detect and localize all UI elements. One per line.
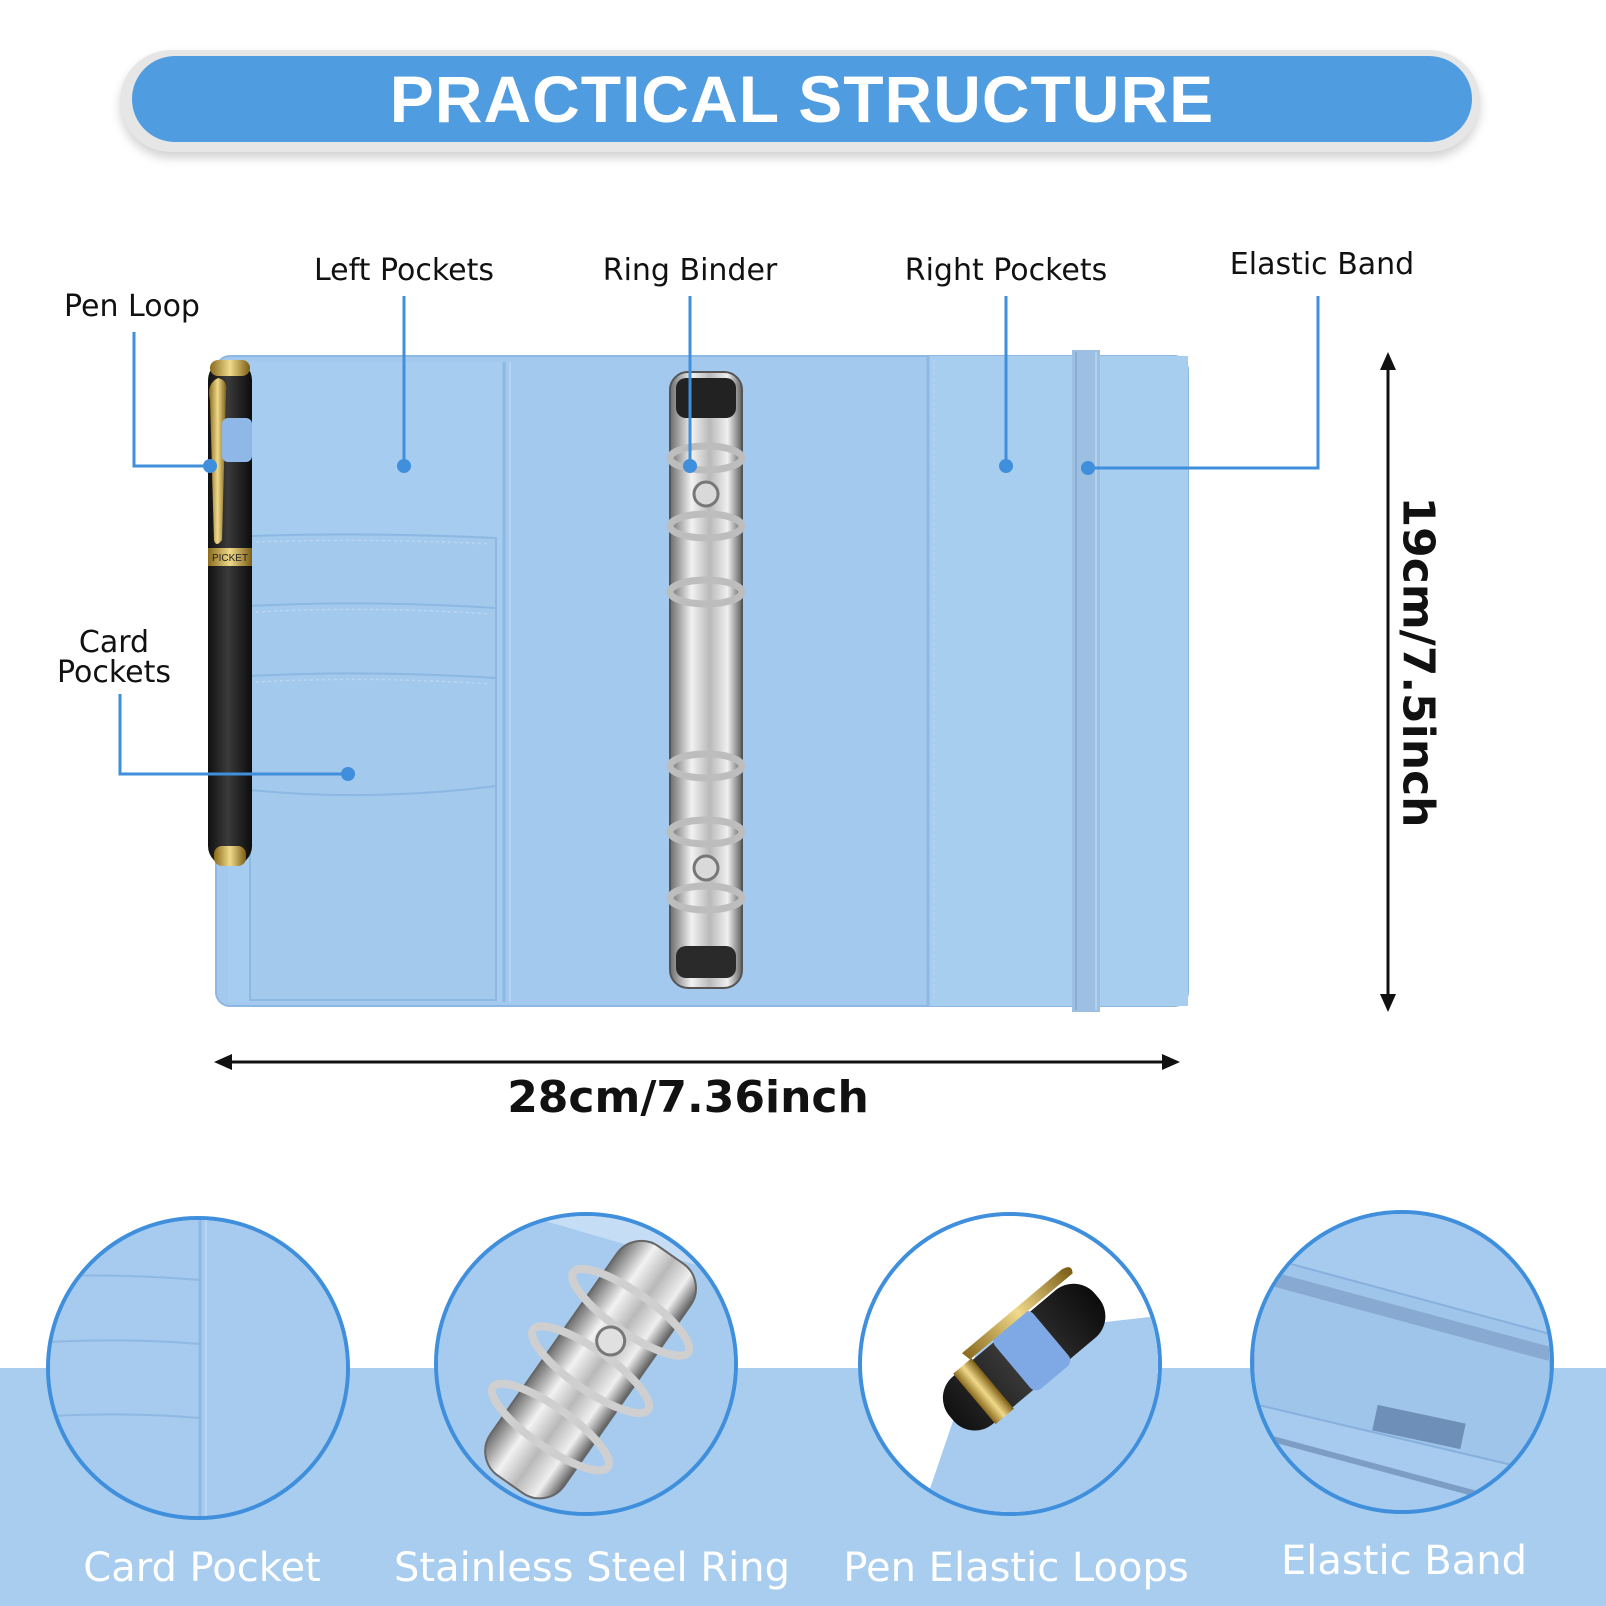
ring-binder-mechanism — [666, 371, 746, 989]
elastic-band — [1072, 350, 1100, 1012]
feature-caption-card-pocket: Card Pocket — [83, 1545, 321, 1591]
card-pockets-line — [118, 694, 348, 776]
feature-caption-steel-ring: Stainless Steel Ring — [394, 1545, 790, 1591]
card-pockets-label: Card Pockets — [44, 628, 184, 688]
elastic-band-closeup-icon — [1250, 1210, 1554, 1514]
width-arrow — [214, 1054, 1180, 1070]
width-dimension: 28cm/7.36inch — [507, 1072, 869, 1123]
card-pocket-closeup-icon — [46, 1216, 350, 1520]
feature-caption-pen-loops: Pen Elastic Loops — [843, 1545, 1189, 1591]
callout-dots — [203, 459, 1095, 781]
pen-loop-label: Pen Loop — [64, 289, 200, 324]
ring-binder-label: Ring Binder — [602, 253, 778, 288]
right-pockets-panel — [926, 356, 1188, 1006]
page-title: PRACTICAL STRUCTURE — [389, 62, 1215, 136]
ring-1 — [666, 442, 746, 474]
right-pockets-label: Right Pockets — [904, 253, 1108, 288]
pen: PICKET — [208, 360, 252, 866]
pen-loop-line — [132, 332, 210, 468]
height-arrow — [1380, 352, 1396, 1012]
elastic-band-line — [1088, 296, 1320, 470]
feature-caption-elastic-band: Elastic Band — [1281, 1538, 1527, 1584]
ring-4 — [666, 750, 746, 782]
ring-6 — [666, 882, 746, 914]
callout-lines — [118, 296, 1320, 776]
card-pockets-label-line1: Card — [78, 625, 150, 660]
pen-loop-closeup-icon — [858, 1212, 1162, 1516]
title-banner: PRACTICAL STRUCTURE — [132, 56, 1472, 142]
card-pockets-label-line2: Pockets — [56, 655, 172, 690]
card-pockets — [249, 533, 497, 1001]
ring-2 — [666, 510, 746, 542]
steel-ring-closeup-icon — [434, 1212, 738, 1516]
ring-3 — [666, 576, 746, 608]
binder-illustration: PICKET — [118, 296, 1396, 1070]
left-pockets-label: Left Pockets — [314, 253, 494, 288]
ring-5 — [666, 816, 746, 848]
elastic-band-label: Elastic Band — [1229, 247, 1415, 282]
pen-brand: PICKET — [212, 553, 248, 564]
height-dimension: 19cm/7.5inch — [1392, 496, 1444, 828]
